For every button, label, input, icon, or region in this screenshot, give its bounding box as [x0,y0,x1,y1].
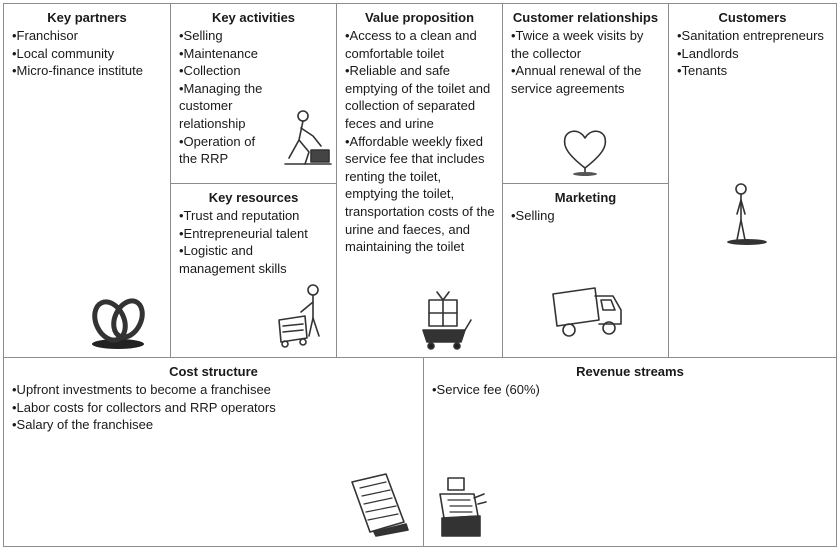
key-partners-box: Key partners •Franchisor •Local communit… [3,3,171,358]
list-item: •Selling [179,28,223,43]
list-item: •Micro-finance institute [12,63,143,79]
cost-structure-title: Cost structure [169,364,258,379]
marketing-box: Marketing •Selling [502,183,669,358]
standing-person-icon [727,183,767,245]
list-item: •Entrepreneurial talent [179,225,308,241]
value-proposition-box: Value proposition •Access to a clean and… [336,3,503,358]
key-partners-list: •Franchisor •Local community •Micro-fina… [4,27,170,80]
list-item: •Landlords [677,45,739,61]
revenue-streams-box: Revenue streams •Service fee (60%) [423,357,837,547]
key-resources-list: •Trust and reputation •Entrepreneurial t… [171,207,336,277]
list-item: •Access to a clean and comfortable toile… [345,28,477,61]
customer-relationships-box: Customer relationships •Twice a week vis… [502,3,669,184]
list-item: •Salary of the franchisee [12,417,154,433]
list-item: •Reliable and safe emptying of the toile… [345,63,491,131]
person-with-cart-icon [278,284,320,348]
customers-box: Customers •Sanitation entrepreneurs •Lan… [668,3,837,358]
list-item: •Affordable weekly fixed service fee tha… [345,133,495,255]
revenue-streams-title: Revenue streams [576,364,684,379]
list-item: •Logistic and management skills [179,243,287,276]
list-item: •Annual renewal of the service agreement… [511,63,642,96]
list-item: •Managing the customer relationship [179,80,263,131]
key-activities-box: Key activities •Selling •Maintenance •Co… [170,3,337,184]
heart-icon [563,130,607,176]
list-item: •Maintenance [179,45,258,61]
list-item: •Franchisor [12,28,78,43]
cost-structure-box: Cost structure •Upfront investments to b… [3,357,424,547]
list-item: •Tenants [677,63,728,79]
revenue-streams-list: •Service fee (60%) [424,381,836,399]
key-activities-title: Key activities [211,10,296,25]
list-item: •Sanitation entrepreneurs [677,28,824,43]
worker-kneeling-icon [284,110,332,165]
value-proposition-list: •Access to a clean and comfortable toile… [337,27,502,256]
list-item: •Upfront investments to become a franchi… [12,382,271,397]
chain-link-icon [92,298,145,349]
customers-list: •Sanitation entrepreneurs •Landlords •Te… [669,27,836,80]
gift-trolley-icon [422,291,472,350]
customer-relationships-title: Customer relationships [512,10,659,25]
list-item: •Operation of the RRP [179,133,256,167]
key-partners-title: Key partners [47,10,127,25]
customers-title: Customers [718,10,787,25]
truck-icon [552,287,622,337]
list-item: •Collection [179,63,241,79]
cost-structure-list: •Upfront investments to become a franchi… [4,381,423,434]
list-item: •Local community [12,45,115,61]
cash-register-icon [439,477,487,537]
list-item: •Selling [511,208,555,223]
list-item: •Trust and reputation [179,208,300,223]
key-activities-list: •Selling •Maintenance •Collection •Manag… [171,27,336,168]
value-proposition-title: Value proposition [364,10,475,25]
key-resources-title: Key resources [208,190,299,205]
list-item: •Twice a week visits by the collector [511,28,644,61]
marketing-list: •Selling [503,207,668,225]
invoice-icon [351,473,409,537]
customer-relationships-list: •Twice a week visits by the collector •A… [503,27,668,97]
key-resources-box: Key resources •Trust and reputation •Ent… [170,183,337,358]
list-item: •Service fee (60%) [432,382,540,397]
marketing-title: Marketing [554,190,617,205]
list-item: •Labor costs for collectors and RRP oper… [12,399,276,415]
